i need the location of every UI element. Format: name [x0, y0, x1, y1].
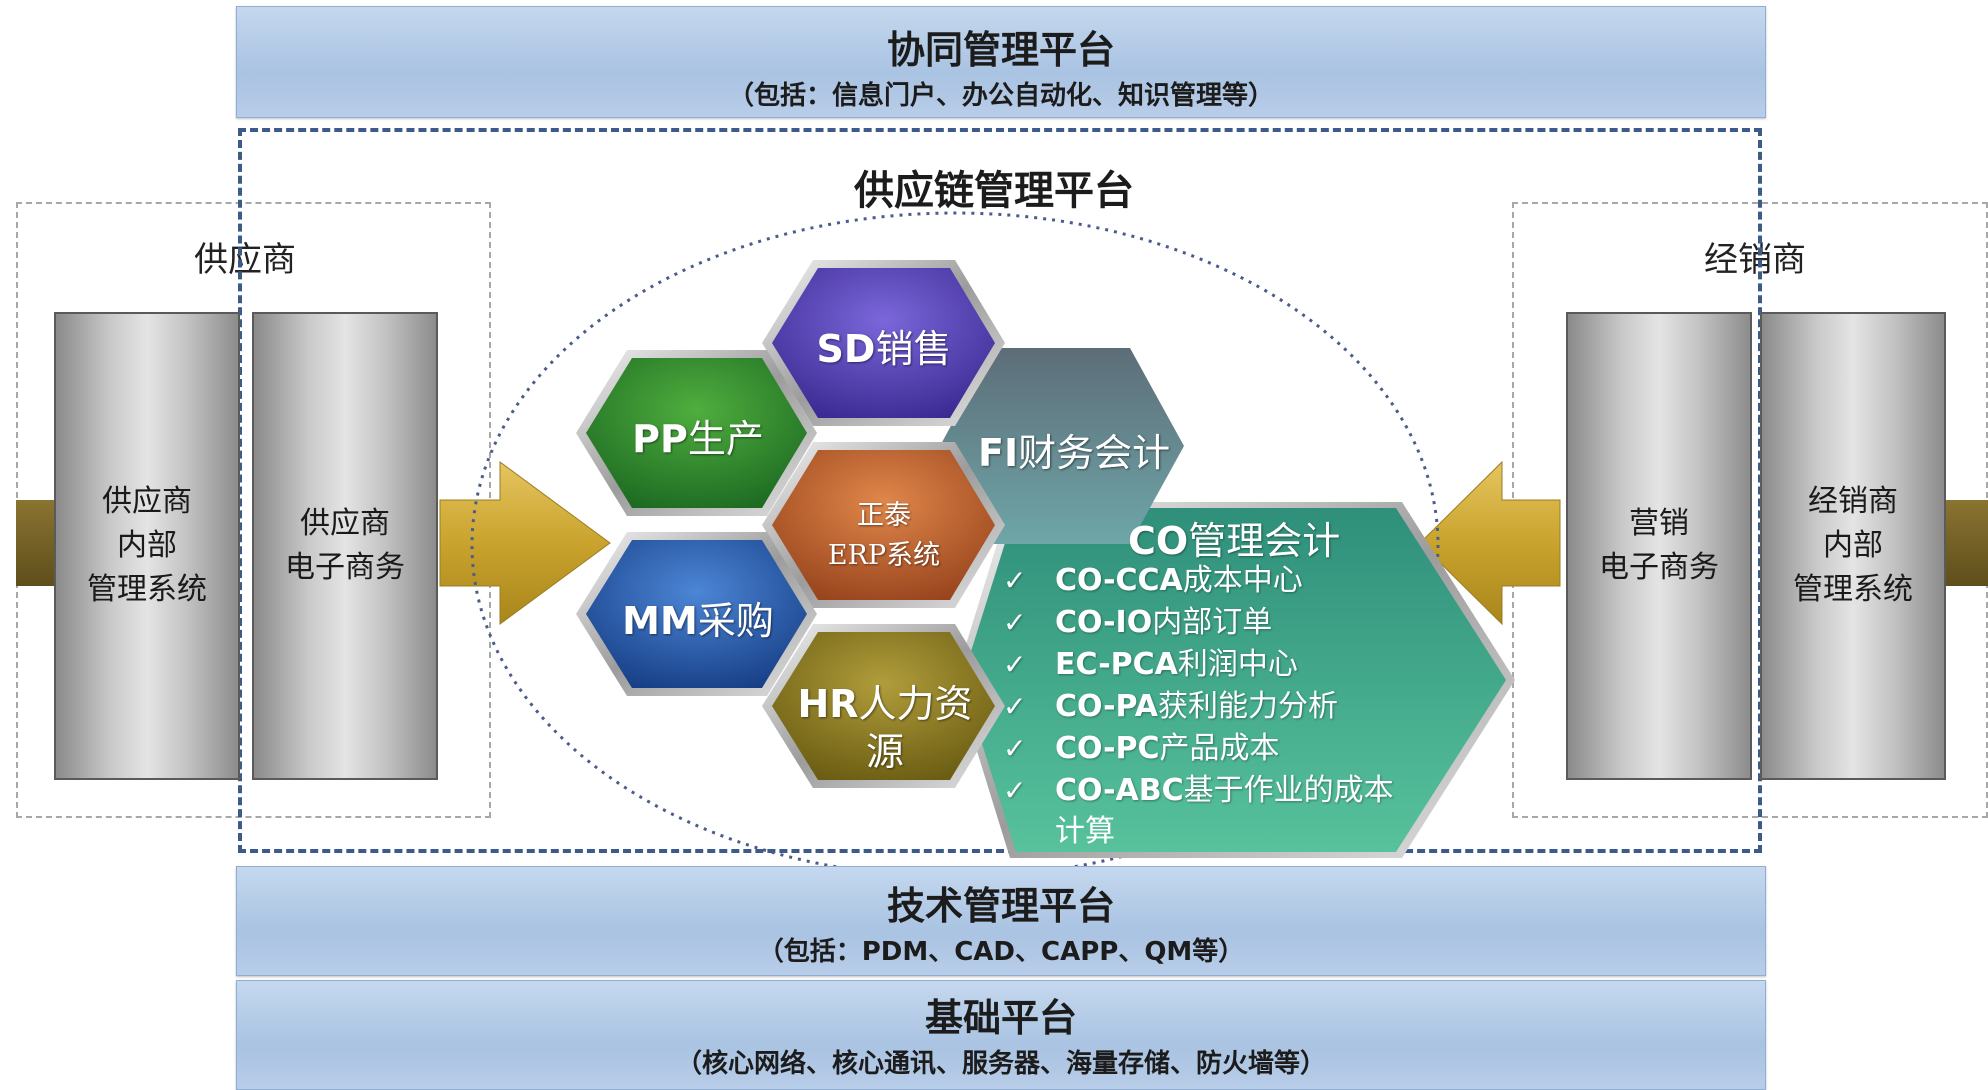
check-icon: ✓ — [1003, 648, 1027, 681]
hr-module-code: HR — [797, 682, 859, 726]
co-item-continuation: 计算 — [1055, 814, 1115, 849]
mm-hexagon — [586, 540, 807, 688]
hr-hexagon — [772, 632, 995, 780]
check-icon: ✓ — [1003, 732, 1027, 765]
check-icon: ✓ — [1003, 690, 1027, 723]
erp-module-label: 正泰 ERP系统 — [784, 496, 984, 576]
erp-module-line2: ERP系统 — [827, 540, 941, 571]
list-item: ✓ CO-PA获利能力分析 — [1003, 686, 1394, 728]
dealer-internal-line1: 经销商 — [1808, 484, 1898, 519]
sd-module-label: SD销售 — [784, 318, 984, 373]
supplier-internal-line2: 内部 — [117, 528, 177, 563]
list-item: ✓ CO-ABC基于作业的成本 — [1003, 770, 1394, 812]
fi-module-name: 财务会计 — [1018, 431, 1171, 475]
co-item-name: 内部订单 — [1152, 605, 1273, 640]
list-item: ✓ CO-CCA成本中心 — [1003, 560, 1394, 602]
mm-module-name: 采购 — [697, 599, 774, 643]
pp-module-name: 生产 — [687, 417, 764, 461]
co-item-name: 基于作业的成本 — [1183, 773, 1394, 808]
collaboration-platform-title: 协同管理平台 — [886, 28, 1115, 72]
left-connector-bar — [16, 500, 56, 586]
technology-platform-band: 技术管理平台 （包括：PDM、CAD、CAPP、QM等） — [236, 866, 1766, 976]
sd-module-name: 销售 — [875, 327, 952, 371]
dealer-internal-line2: 内部 — [1823, 528, 1883, 563]
left-inbound-arrow — [439, 461, 611, 625]
supplier-ecommerce-block: 供应商 电子商务 — [252, 312, 438, 780]
dealer-ecommerce-line2: 电子商务 — [1599, 550, 1719, 585]
supply-chain-ellipse — [470, 211, 1440, 879]
mm-module-label: MM采购 — [598, 590, 798, 645]
pp-module-label: PP生产 — [598, 408, 798, 463]
co-title-code: CO — [1128, 519, 1189, 563]
co-module-title: CO管理会计 — [1128, 510, 1340, 565]
sd-module-code: SD — [816, 327, 876, 371]
supplier-internal-line3: 管理系统 — [87, 572, 207, 607]
co-item-code: CO-IO — [1055, 605, 1153, 640]
supplier-internal-line1: 供应商 — [102, 484, 192, 519]
fi-hexagon — [940, 348, 1184, 544]
co-item-code: CO-PA — [1055, 689, 1158, 724]
technology-platform-title: 技术管理平台 — [886, 884, 1115, 928]
collaboration-platform-band: 协同管理平台 （包括：信息门户、办公自动化、知识管理等） — [236, 6, 1766, 118]
list-item: ✓ CO-IO内部订单 — [1003, 602, 1394, 644]
list-item: ✓ EC-PCA利润中心 — [1003, 644, 1394, 686]
right-inbound-arrow — [1419, 460, 1561, 626]
co-item-code: CO-ABC — [1055, 773, 1184, 808]
base-platform-band: 基础平台 （核心网络、核心通讯、服务器、海量存储、防火墙等） — [236, 980, 1766, 1090]
erp-hexagon — [772, 450, 995, 600]
co-item-list: ✓ CO-CCA成本中心 ✓ CO-IO内部订单 ✓ EC-PCA利润中心 ✓ CO-P… — [1003, 560, 1394, 852]
mm-module-code: MM — [622, 599, 698, 643]
co-item-name: 产品成本 — [1159, 731, 1280, 766]
supplier-ecommerce-line2: 电子商务 — [285, 550, 405, 585]
co-item-code: EC-PCA — [1055, 647, 1178, 682]
dealer-internal-system-block: 经销商 内部 管理系统 — [1760, 312, 1946, 780]
hr-module-name-cont: 源 — [865, 730, 904, 774]
supplier-ecommerce-line1: 供应商 — [300, 506, 390, 541]
co-item-name: 成本中心 — [1182, 563, 1303, 598]
dealer-ecommerce-line1: 营销 — [1629, 506, 1689, 541]
pp-hexagon — [586, 358, 807, 508]
co-item-code: CO-CCA — [1055, 563, 1183, 598]
co-hexagon — [962, 508, 1506, 852]
dealer-internal-line3: 管理系统 — [1793, 572, 1913, 607]
technology-platform-subtitle: （包括：PDM、CAD、CAPP、QM等） — [757, 937, 1245, 967]
supply-chain-platform-title: 供应链管理平台 — [854, 168, 1134, 214]
supplier-internal-system-block: 供应商 内部 管理系统 — [54, 312, 240, 780]
co-title-name: 管理会计 — [1188, 519, 1341, 563]
fi-module-label: FI财务会计 — [978, 422, 1178, 477]
dealer-ecommerce-block: 营销 电子商务 — [1566, 312, 1752, 780]
check-icon: ✓ — [1003, 564, 1027, 597]
check-icon: ✓ — [1003, 774, 1027, 807]
co-item-name: 获利能力分析 — [1157, 689, 1338, 724]
co-item-code: CO-PC — [1055, 731, 1160, 766]
hr-module-label: HR人力资 源 — [774, 680, 996, 776]
dealer-title: 经销商 — [1704, 240, 1806, 280]
co-item-name: 利润中心 — [1177, 647, 1298, 682]
right-connector-bar — [1944, 500, 1988, 586]
list-item: ✓ CO-PC产品成本 — [1003, 728, 1394, 770]
hr-module-name: 人力资 — [858, 682, 973, 726]
base-platform-subtitle: （核心网络、核心通讯、服务器、海量存储、防火墙等） — [675, 1049, 1326, 1079]
collaboration-platform-subtitle: （包括：信息门户、办公自动化、知识管理等） — [727, 81, 1274, 111]
base-platform-title: 基础平台 — [924, 996, 1077, 1040]
supplier-title: 供应商 — [194, 240, 296, 280]
fi-module-code: FI — [978, 431, 1019, 475]
check-icon: ✓ — [1003, 606, 1027, 639]
pp-module-code: PP — [632, 417, 688, 461]
sd-hexagon — [772, 268, 995, 418]
erp-module-line1: 正泰 — [857, 500, 911, 531]
